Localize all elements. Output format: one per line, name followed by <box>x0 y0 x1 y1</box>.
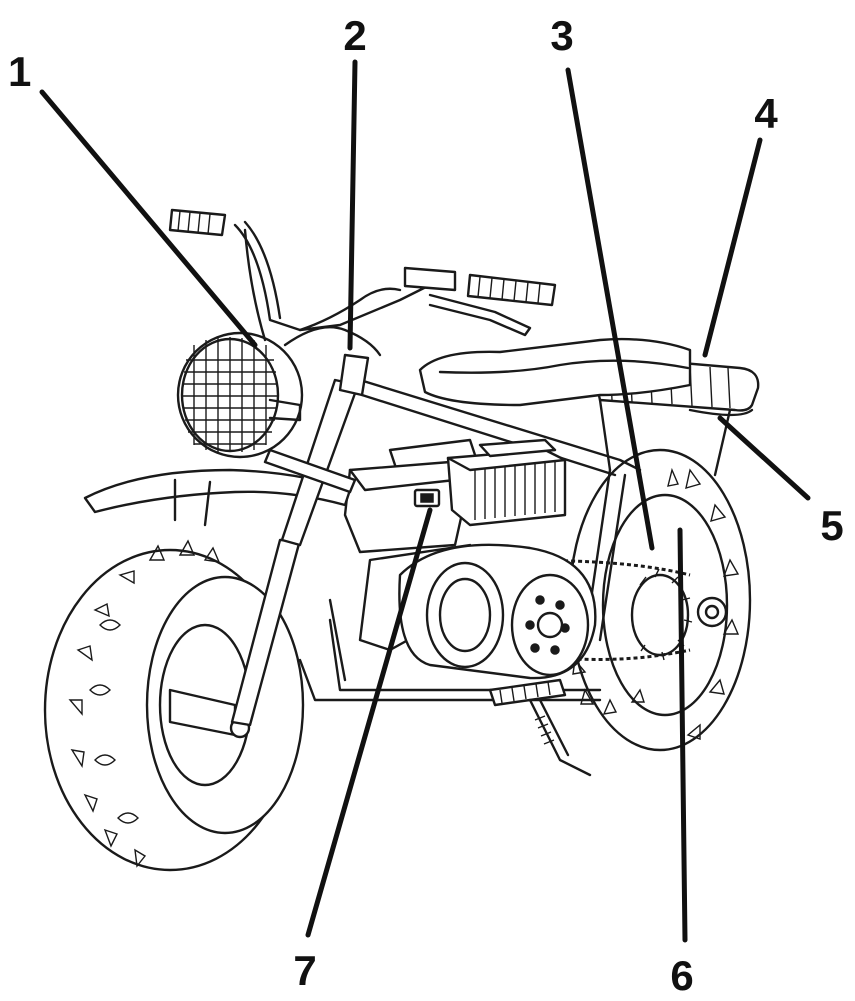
callout-7: 7 <box>293 947 316 994</box>
engine <box>343 438 567 652</box>
leader-line-6 <box>677 527 688 943</box>
kickstand <box>528 698 592 777</box>
callout-5: 5 <box>820 502 843 549</box>
footpeg <box>488 678 567 707</box>
leader-line-7 <box>305 507 433 938</box>
headlight <box>176 331 304 459</box>
callout-labels: 1 2 3 4 5 6 7 <box>8 12 844 999</box>
leader-line-2 <box>347 59 358 351</box>
leader-line-3 <box>565 67 655 551</box>
leader-line-5 <box>717 415 811 501</box>
left-grip <box>168 208 227 237</box>
callout-1: 1 <box>8 48 31 95</box>
front-wheel <box>43 539 305 872</box>
leader-lines <box>39 59 811 943</box>
cvt-cover <box>398 543 597 680</box>
brake-master <box>403 266 457 292</box>
leader-line-1 <box>39 89 258 348</box>
callout-3: 3 <box>550 12 573 59</box>
callout-4: 4 <box>754 90 778 137</box>
leader-line-4 <box>702 137 763 358</box>
handlebar <box>168 208 557 357</box>
callout-2: 2 <box>343 12 366 59</box>
front-forks <box>230 353 370 727</box>
fork-brace <box>263 448 357 494</box>
callout-6: 6 <box>670 952 693 999</box>
right-grip <box>466 273 557 307</box>
